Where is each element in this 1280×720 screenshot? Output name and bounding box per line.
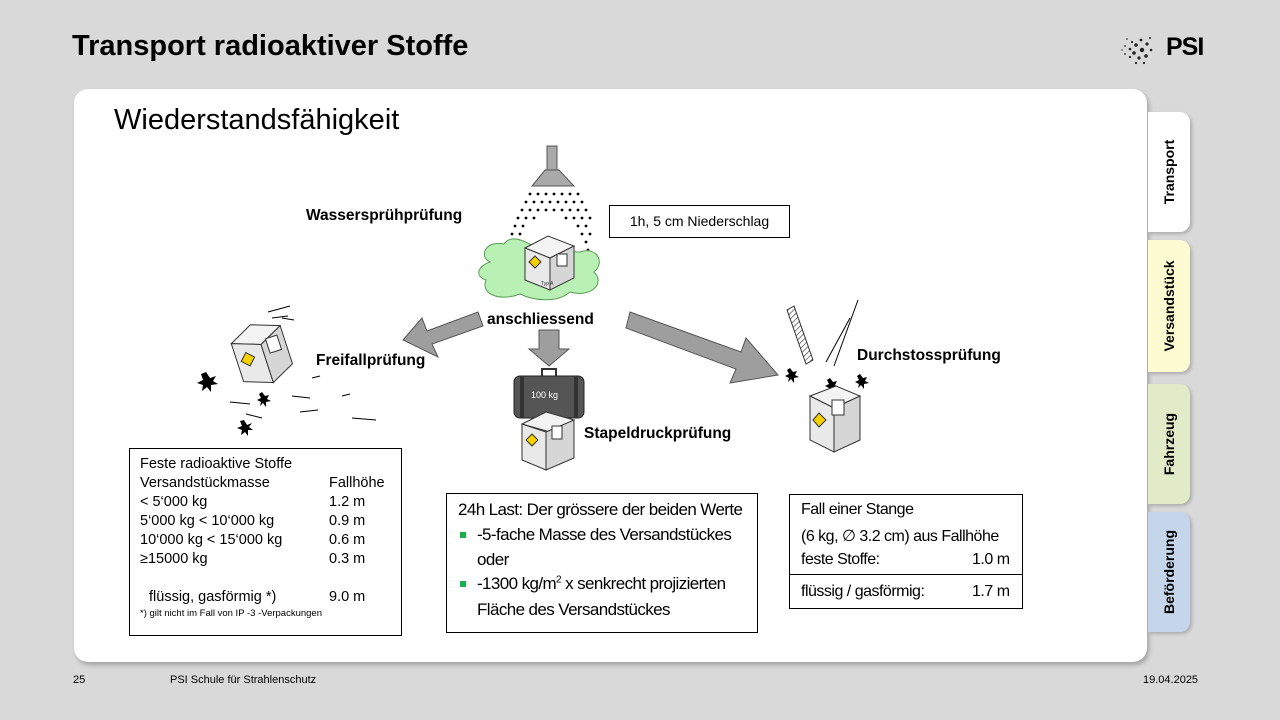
pierce-liquid-value: 1.7 m (972, 583, 1010, 600)
package-water-icon (523, 235, 576, 291)
row-mass: < 5‘000 kg (140, 494, 208, 510)
package-type-label: Typ A (541, 281, 554, 287)
tab-fahrzeug[interactable]: Fahrzeug (1148, 384, 1190, 504)
water-spray-label: Wassersprühprüfung (306, 207, 463, 224)
afterwards-label: anschliessend (487, 311, 594, 328)
table-row-liquid: flüssig, gasförmig *) 9.0 m (140, 589, 365, 605)
footer-school: PSI Schule für Strahlenschutz (170, 674, 317, 686)
arrow-right-icon (625, 311, 779, 384)
stack-bullet-2-post: x senkrecht projizierten (561, 574, 726, 593)
table-header-row: Versandstückmasse Fallhöhe (140, 475, 385, 491)
drop-height-table: Feste radioaktive Stoffe Versandstückmas… (129, 448, 402, 636)
tab-befoerderung[interactable]: Beförderung (1148, 512, 1190, 632)
footer-date: 19.04.2025 (1143, 674, 1199, 686)
pierce-line-2: (6 kg, ∅ 3.2 cm) aus Fallhöhe (801, 528, 999, 545)
row-height: 1.2 m (329, 494, 366, 510)
stack-bullet-2-cont: Fläche des Versandstückes (477, 600, 671, 619)
column-mass-header: Versandstückmasse (140, 475, 270, 491)
tab-label: Beförderung (1161, 530, 1177, 614)
row-mass: flüssig, gasförmig *) (149, 589, 277, 605)
row-mass: 5‘000 kg < 10‘000 kg (140, 513, 275, 529)
stack-bullet-1-cont: oder (477, 550, 509, 569)
row-height: 0.3 m (329, 551, 366, 567)
star-burst-icon (197, 372, 271, 436)
pierce-liquid-label: flüssig / gasförmig: (801, 583, 925, 600)
stack-bullet-2-sup: 2 (556, 574, 562, 586)
pierce-solid-value: 1.0 m (972, 551, 1010, 568)
divider (790, 574, 1022, 575)
row-mass: 10‘000 kg < 15‘000 kg (140, 532, 283, 548)
pierce-line-1: Fall einer Stange (801, 501, 914, 518)
table-heading: Feste radioaktive Stoffe (140, 456, 293, 472)
tab-label: Versandstück (1161, 260, 1177, 352)
package-stack-icon (520, 411, 576, 471)
table-row: < 5‘000 kg 1.2 m (140, 494, 365, 510)
tab-transport[interactable]: Transport (1148, 112, 1190, 232)
impact-lines-icon (229, 305, 377, 421)
table-footnote: *) gilt nicht im Fall von IP -3 -Verpack… (140, 608, 322, 619)
psi-logo-text: PSI (1166, 33, 1204, 61)
package-falling-icon (230, 324, 294, 384)
bullet-icon (460, 581, 466, 587)
table-row: 10‘000 kg < 15‘000 kg 0.6 m (140, 532, 365, 548)
row-height: 0.6 m (329, 532, 366, 548)
table-row: 5‘000 kg < 10‘000 kg 0.9 m (140, 513, 365, 529)
tab-label: Transport (1161, 139, 1177, 205)
page-number: 25 (73, 674, 86, 686)
pierce-requirement-box: Fall einer Stange (6 kg, ∅ 3.2 cm) aus F… (789, 494, 1023, 609)
stack-bullet-1: -5-fache Masse des Versandstückes (477, 525, 732, 544)
tab-versandstueck[interactable]: Versandstück (1148, 240, 1190, 372)
tab-label: Fahrzeug (1161, 412, 1177, 476)
stack-requirement-box: 24h Last: Der grössere der beiden Werte … (446, 493, 758, 633)
bullet-icon (460, 532, 466, 538)
row-height: 0.9 m (329, 513, 366, 529)
table-row: ≥15000 kg 0.3 m (140, 551, 365, 567)
psi-logo-icon (1121, 37, 1153, 65)
weight-label: 100 kg (531, 390, 558, 400)
arrow-left-icon (402, 311, 484, 359)
pierce-solid-label: feste Stoffe: (801, 551, 880, 568)
free-fall-label: Freifallprüfung (316, 352, 426, 369)
stack-bullet-2-pre: -1300 kg/m (477, 574, 557, 593)
row-height: 9.0 m (329, 589, 366, 605)
shower-head-icon (530, 145, 576, 187)
piercing-star-icon (785, 368, 869, 393)
stack-bullet-2: -1300 kg/m2 x senkrecht projizierten (477, 574, 726, 594)
rain-note: 1h, 5 cm Niederschlag (609, 205, 790, 238)
column-height-header: Fallhöhe (329, 475, 385, 491)
slide-title: Transport radioaktiver Stoffe (72, 30, 469, 62)
stack-label: Stapeldruckprüfung (584, 425, 732, 442)
slide-subtitle: Wiederstandsfähigkeit (114, 104, 400, 136)
stack-intro: 24h Last: Der grössere der beiden Werte (458, 500, 743, 519)
package-pierce-icon (808, 385, 862, 453)
arrow-down-icon (527, 329, 571, 367)
row-mass: ≥15000 kg (140, 551, 208, 567)
pierce-label: Durchstossprüfung (857, 347, 1001, 364)
piercing-bar-icon (786, 299, 859, 367)
